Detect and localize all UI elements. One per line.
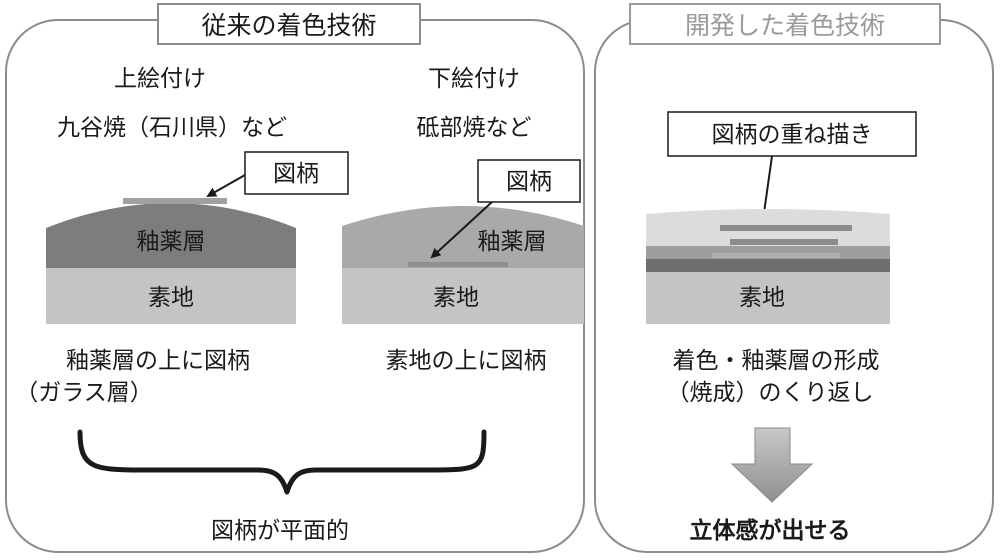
underglaze-base-body	[342, 268, 584, 324]
layered-pattern-callout-box	[667, 111, 917, 157]
underglaze-base-label: 素地	[433, 285, 479, 311]
overglaze-example: 九谷焼（石川県）など	[57, 115, 287, 141]
left-panel-title-box	[157, 3, 421, 45]
right-caption-line1: 着色・釉薬層の形成	[673, 348, 880, 374]
overglaze-pattern-layer	[123, 198, 227, 204]
overglaze-name: 上絵付け	[114, 66, 206, 92]
layered-pattern-3	[712, 253, 840, 258]
underglaze-caption: 素地の上に図柄	[386, 348, 547, 374]
overglaze-base-body	[46, 268, 296, 324]
underglaze-pattern-layer	[408, 262, 508, 267]
underglaze-example: 砥部焼など	[417, 115, 532, 141]
overglaze-callout-arrow	[206, 174, 246, 197]
overglaze-glaze-layer	[46, 203, 296, 268]
layered-pattern-callout: 図柄の重ね描き	[712, 122, 873, 148]
right-panel-title: 開発した着色技術	[685, 11, 885, 40]
right-result: 立体感が出せる	[690, 517, 851, 544]
overglaze-caption-line1: 釉薬層の上に図柄	[66, 348, 250, 374]
overglaze-base-label: 素地	[148, 285, 194, 311]
overglaze-glaze-label: 釉薬層	[137, 229, 206, 255]
layered-base-body	[646, 272, 890, 324]
layered-pattern-1	[720, 225, 852, 231]
underglaze-pattern-callout-box	[477, 159, 581, 203]
grouping-brace	[77, 429, 487, 495]
underglaze-callout-arrow	[430, 201, 493, 259]
underglaze-glaze-label: 釉薬層	[478, 229, 547, 255]
underglaze-name: 下絵付け	[428, 66, 520, 92]
layered-pattern-2	[730, 239, 838, 245]
down-arrow-icon	[730, 427, 814, 503]
layered-dark-glaze-layer	[646, 259, 890, 272]
overglaze-pattern-callout-box	[244, 151, 349, 195]
underglaze-pattern-callout: 図柄	[506, 169, 552, 195]
overglaze-caption-line2: （ガラス層）	[15, 380, 153, 406]
underglaze-glaze-layer	[342, 206, 584, 268]
left-conclusion: 図柄が平面的	[211, 518, 349, 544]
layered-base-label: 素地	[739, 285, 785, 311]
left-panel-title: 従来の着色技術	[201, 11, 376, 40]
overglaze-pattern-callout: 図柄	[273, 161, 319, 187]
right-panel-title-box	[629, 3, 941, 45]
right-caption-line2: （焼成）のくり返し	[667, 380, 874, 406]
